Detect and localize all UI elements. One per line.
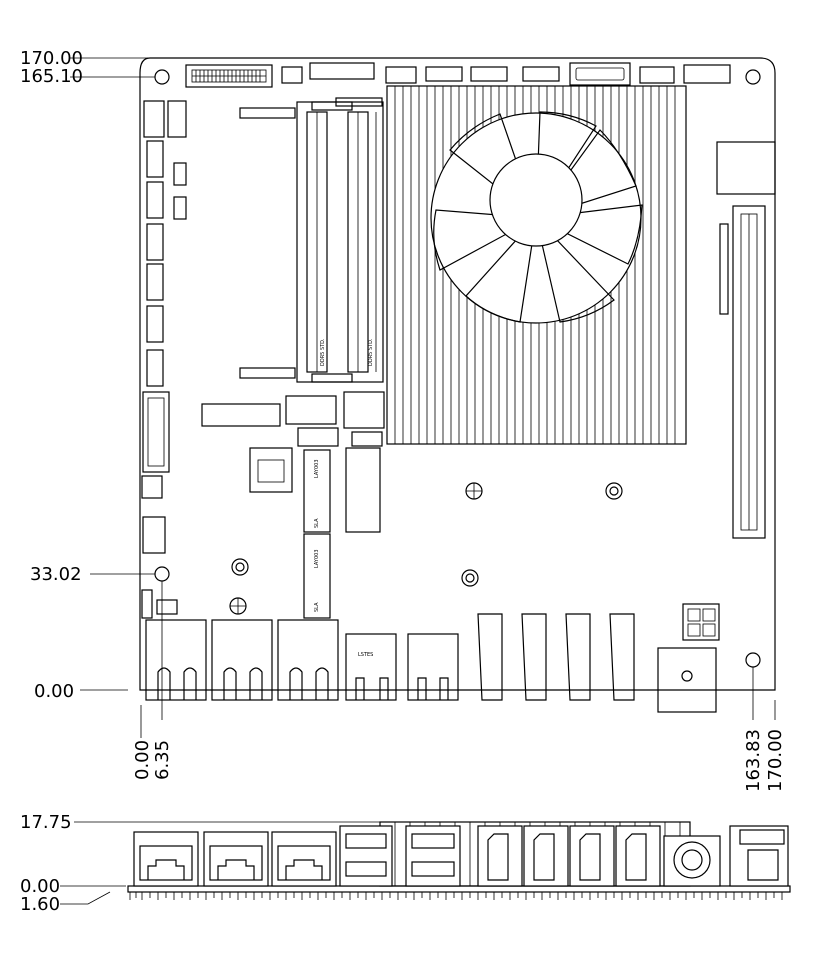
side-rj45 — [133, 831, 337, 887]
sodimm-slots: DDR5 STD. DDR5 STD. — [239, 101, 384, 383]
header-fan-3b — [639, 66, 675, 84]
dim-170-x: 170.00 — [765, 729, 786, 792]
side-pcb — [127, 885, 791, 893]
pins-row-1 — [297, 427, 339, 447]
header-2pin — [281, 66, 303, 84]
header-left-10 — [142, 516, 166, 554]
dim-170-top: 170.00 — [20, 48, 83, 69]
standoff-2 — [461, 569, 479, 587]
connector-dual — [343, 391, 385, 429]
dim-0-00-x: 0.00 — [132, 740, 153, 780]
pins-row-2 — [351, 431, 383, 447]
header-fan-3 — [385, 66, 417, 84]
standoff-2-inner — [465, 573, 475, 583]
usb-stack-1: LSTES — [345, 633, 397, 701]
header-left-11 — [141, 589, 153, 619]
side-usb — [339, 825, 461, 887]
dim-163-83: 163.83 — [743, 729, 764, 792]
dim-33-02: 33.02 — [30, 564, 82, 585]
svg-text:SLA: SLA — [314, 602, 320, 612]
side-pcie — [729, 825, 789, 887]
svg-text:LAY003: LAY003 — [314, 459, 320, 478]
dim-0-00-side: 0.00 — [20, 876, 60, 897]
side-dc-jack — [663, 835, 721, 887]
header-left-5 — [146, 223, 164, 261]
ddr-label-a: DDR5 STD. — [320, 338, 326, 366]
m2-slot-a: LAY003 SLA — [303, 449, 331, 533]
m2-key-e — [201, 403, 281, 427]
header-left-1 — [143, 100, 165, 138]
standoff-3-inner — [609, 486, 619, 496]
dim-0-00-y: 0.00 — [34, 681, 74, 702]
header-pins-a — [425, 66, 463, 82]
standoff-3 — [605, 482, 623, 500]
power-connector-4pin — [682, 603, 720, 641]
sim-slot — [249, 447, 293, 493]
board-outline — [139, 57, 776, 691]
header-wafer-8 — [309, 62, 375, 80]
m2-slot-c — [345, 447, 381, 533]
rj45-ports — [145, 619, 339, 701]
mounting-hole-top-right — [745, 69, 761, 85]
pcie-slot — [716, 141, 776, 539]
dim-1-60: 1.60 — [20, 894, 60, 915]
top-view: DDR5 STD. DDR5 STD. — [70, 57, 776, 738]
header-pins-d — [683, 64, 731, 84]
display-ports-top — [477, 613, 635, 701]
side-displayports — [477, 825, 661, 887]
jumper-1 — [173, 162, 187, 186]
header-left-7 — [146, 305, 164, 343]
dim-17-75: 17.75 — [20, 812, 72, 833]
header-left-3 — [146, 140, 164, 178]
m2-slot-b: LAY003 SLA — [303, 533, 331, 619]
header-idc-left — [142, 391, 170, 473]
header-idc-40 — [185, 64, 273, 88]
mounting-hole-bottom-left — [154, 566, 170, 582]
dim-165-10: 165.10 — [20, 66, 83, 87]
dc-jack — [657, 647, 717, 713]
standoff-1 — [231, 558, 249, 576]
sata-connector — [569, 62, 631, 86]
mounting-hole-top-left — [154, 69, 170, 85]
standoff-1-inner — [235, 562, 245, 572]
jumper-2 — [173, 196, 187, 220]
ddr-label-b: DDR5 STD. — [368, 338, 374, 366]
header-pins-b — [470, 66, 508, 82]
fan-hub — [489, 153, 583, 247]
heatsink — [386, 85, 687, 445]
dim-6-35: 6.35 — [152, 740, 173, 780]
header-left-12 — [156, 599, 178, 615]
header-left-8 — [146, 349, 164, 387]
header-left-9 — [141, 475, 163, 499]
svg-text:LSTES: LSTES — [358, 652, 373, 658]
header-dimm-top — [335, 97, 383, 107]
connector-fpc — [285, 395, 337, 425]
svg-text:SLA: SLA — [314, 518, 320, 528]
side-view — [60, 821, 791, 905]
header-left-6 — [146, 263, 164, 301]
svg-text:LAY003: LAY003 — [314, 549, 320, 568]
fan — [430, 111, 643, 324]
header-left-2 — [167, 100, 187, 138]
mounting-hole-bottom-right — [745, 652, 761, 668]
usb-stack-2 — [407, 633, 459, 701]
header-left-4 — [146, 181, 164, 219]
header-pins-c — [522, 66, 560, 82]
